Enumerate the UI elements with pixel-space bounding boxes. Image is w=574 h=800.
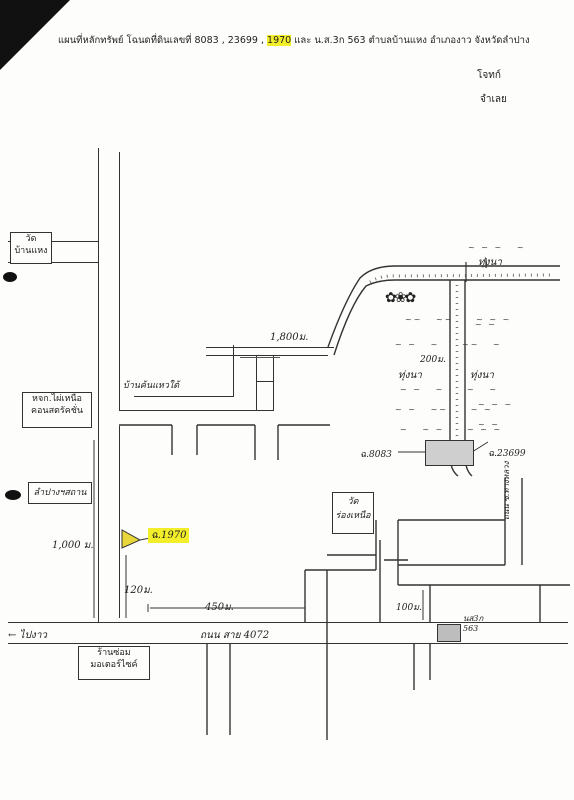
grass-marks: ~ ~	[475, 320, 497, 329]
village-road-top	[134, 396, 234, 398]
grass-marks: ~ ~ ~ ~	[468, 243, 526, 252]
dist-200-label: 200ม.	[420, 355, 446, 365]
plot-563-label: นส3ก 563	[463, 614, 484, 633]
title-suffix: และ น.ส.3ก 563 ตำบลบ้านแหง อำเภองาว จังห…	[294, 35, 530, 46]
plot-1970-label: ฉ.1970	[148, 528, 190, 543]
right-road-label: ถนน ซ.ทางหลวง	[502, 461, 511, 520]
grass-marks: ~ ~	[478, 420, 500, 429]
dist-100-label: 100ม.	[396, 603, 422, 613]
title-prefix: แผนที่หลักทรัพย์ โฉนดที่ดินเลขที่ 8083 ,…	[58, 35, 264, 46]
map-title: แผนที่หลักทรัพย์ โฉนดที่ดินเลขที่ 8083 ,…	[58, 33, 530, 48]
road-left-outer	[98, 148, 100, 623]
village-road-vert-3	[273, 355, 275, 410]
dist-120-label: 120ม.	[124, 585, 153, 596]
road-1800-bottom	[206, 355, 328, 357]
village-road-vert-2	[256, 355, 258, 410]
road-temple-top	[8, 241, 98, 243]
motorcycle-shop-box: ร้านซ่อม มอเตอร์ไซค์	[78, 646, 150, 680]
village-road-vert	[233, 345, 235, 397]
grass-marks: ~ ~ ~ ~ ~ ~	[400, 425, 503, 434]
field-label-1: ทุ่งนา	[478, 257, 502, 268]
parcel-8083-23699	[425, 440, 474, 466]
dist-1800-label: 1,800ม.	[270, 332, 309, 343]
stone-marker-2	[5, 490, 21, 500]
to-ngao-label: ← ไปงาว	[8, 630, 48, 641]
road-1800-top	[206, 347, 334, 349]
village-road-label: บ้านค้นแหวใต้	[123, 381, 180, 391]
grass-marks: ~ ~ ~	[478, 400, 514, 409]
road-name-label: ถนน สาย 4072	[200, 630, 270, 641]
grass-marks: ~~ ~~ ~ ~ ~	[405, 315, 512, 324]
plot-23699-label: ฉ.23699	[488, 449, 526, 459]
defendant-label: จำเลย	[480, 94, 507, 105]
dist-450-label: 450ม.	[205, 602, 234, 613]
road-left-inner-bottom	[119, 426, 121, 618]
title-highlight: 1970	[267, 35, 292, 46]
plaintiff-label: โจทก์	[477, 70, 501, 81]
arrow-1800	[240, 357, 280, 359]
main-road-bottom	[8, 643, 568, 645]
tree-cluster-icon: ✿❀✿	[385, 290, 416, 306]
plot-8083-label: ฉ.8083	[360, 450, 392, 460]
village-road-bottom	[119, 410, 274, 412]
field-label-3: ทุ่งนา	[470, 370, 494, 381]
corner-shadow	[0, 0, 70, 70]
school-box: ลำปางฯสถาน	[28, 482, 92, 504]
parcel-563	[437, 624, 461, 642]
grass-marks: ~ ~ ~ ~~ ~	[395, 340, 502, 349]
temple-right-box: วัด ร่องเหนือ	[332, 492, 374, 534]
grass-marks: ~ ~ ~~ ~ ~	[395, 405, 493, 414]
road-temple-bottom	[8, 262, 98, 264]
grass-marks: ~ ~ ~ ~ ~	[400, 385, 499, 394]
shop-north-box: หจก.ไผ่เหนือ คอนสตรัคชั่น	[22, 392, 92, 428]
road-left-inner-top	[119, 152, 121, 410]
stone-marker	[3, 272, 17, 282]
temple-ban-haeng: วัด บ้านแหง	[10, 232, 52, 264]
dist-1000-label: 1,000 ม.	[52, 540, 94, 551]
field-label-2: ทุ่งนา	[398, 370, 422, 381]
village-block	[256, 381, 274, 383]
main-road-top	[8, 622, 568, 624]
